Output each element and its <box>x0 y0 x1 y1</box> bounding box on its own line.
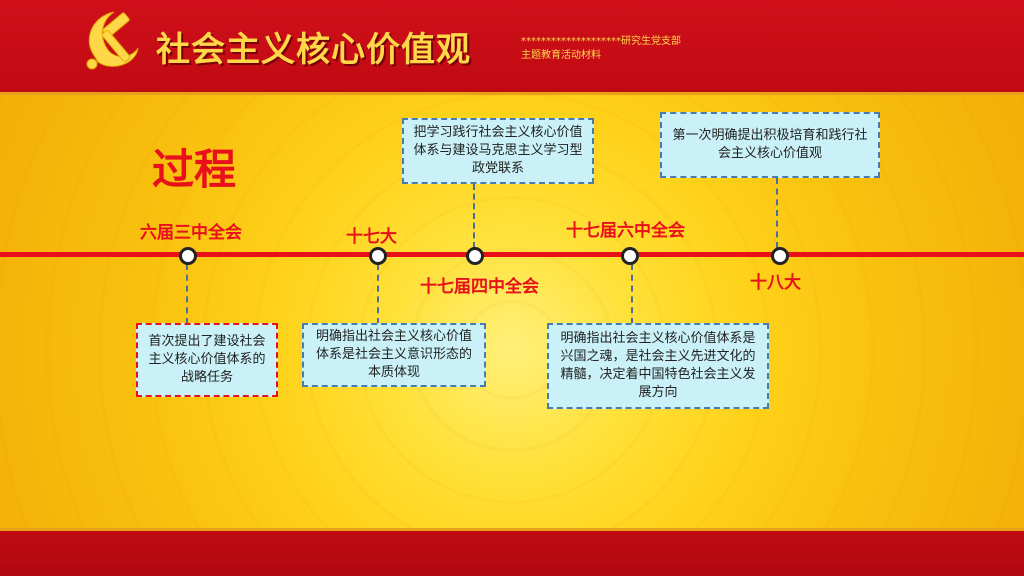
timeline-box-5: 第一次明确提出积极培育和践行社会主义核心价值观 <box>660 112 880 178</box>
timeline-node-5 <box>771 247 789 265</box>
timeline-connector-1 <box>186 264 188 324</box>
timeline-connector-3 <box>473 184 475 248</box>
timeline-label-3: 十七届四中全会 <box>420 277 539 297</box>
timeline-box-1: 首次提出了建设社会主义核心价值体系的战略任务 <box>136 323 278 397</box>
subtitle-line-2: 主题教育活动材料 <box>521 50 601 61</box>
timeline-box-2: 明确指出社会主义核心价值体系是社会主义意识形态的本质体现 <box>302 323 486 387</box>
footer-bar <box>0 528 1024 576</box>
timeline-box-3: 把学习践行社会主义核心价值体系与建设马克思主义学习型政党联系 <box>402 118 594 184</box>
timeline-node-3 <box>466 247 484 265</box>
timeline-connector-5 <box>776 178 778 248</box>
timeline-line <box>0 252 1024 257</box>
header-bar: 社会主义核心价值观 ********************研究生党支部 主题教… <box>0 0 1024 95</box>
timeline-connector-2 <box>377 264 379 324</box>
timeline-label-5: 十八大 <box>750 273 801 293</box>
subtitle-line-1: ********************研究生党支部 <box>521 36 681 47</box>
page-title: 社会主义核心价值观 <box>156 30 471 70</box>
timeline-label-4: 十七届六中全会 <box>566 221 685 241</box>
timeline-node-1 <box>179 247 197 265</box>
section-title: 过程 <box>152 145 237 194</box>
timeline-label-2: 十七大 <box>346 227 397 247</box>
timeline-node-4 <box>621 247 639 265</box>
timeline-node-2 <box>369 247 387 265</box>
timeline-label-1: 六届三中全会 <box>140 223 242 243</box>
timeline-connector-4 <box>631 264 633 324</box>
hammer-sickle-icon <box>86 11 139 70</box>
timeline-box-4: 明确指出社会主义核心价值体系是兴国之魂，是社会主义先进文化的精髓，决定着中国特色… <box>547 323 769 409</box>
